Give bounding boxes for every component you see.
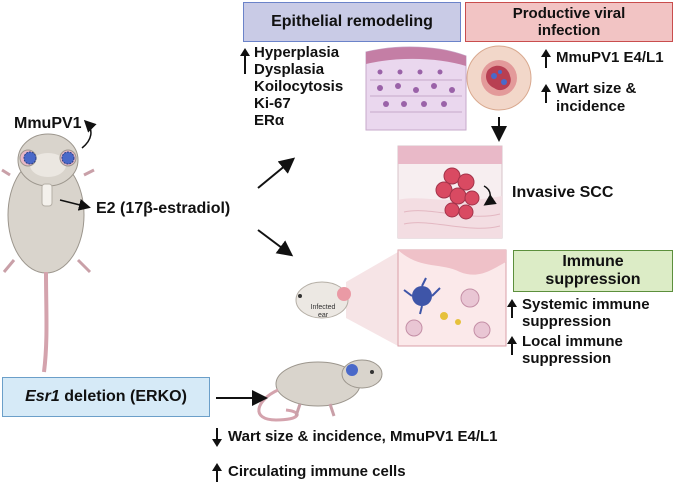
esr1-gene-label: Esr1 bbox=[25, 388, 60, 405]
infected-ear-label-2: ear bbox=[317, 312, 329, 319]
immune-zoom-icon bbox=[397, 249, 507, 347]
immune-suppression-box: Immune suppression bbox=[513, 250, 673, 292]
scc-tissue-icon bbox=[397, 145, 503, 239]
immune-suppression-label-1: Immune bbox=[562, 253, 624, 270]
erko-item-immune: Circulating immune cells bbox=[228, 463, 406, 480]
immune-item-systemic: Systemic immune suppression bbox=[522, 296, 650, 330]
productive-infection-label-2: infection bbox=[537, 22, 601, 39]
mouse-side-icon bbox=[257, 359, 383, 422]
viral-up-arrow-icon-1 bbox=[541, 49, 551, 74]
mouse-icon bbox=[1, 119, 97, 373]
immune-item-local-2: suppression bbox=[522, 350, 612, 367]
erko-up-arrow-icon bbox=[212, 463, 222, 488]
epithelial-remodeling-label: Epithelial remodeling bbox=[271, 13, 433, 30]
immune-suppression-label-2: suppression bbox=[545, 271, 641, 288]
productive-infection-label-1: Productive viral bbox=[512, 5, 626, 22]
erko-down-arrow-icon bbox=[212, 427, 222, 452]
esr1-deletion-label: deletion (ERKO) bbox=[59, 388, 187, 405]
viral-item-e4l1: MmuPV1 E4/L1 bbox=[556, 49, 664, 66]
immune-up-arrow-icon-1 bbox=[507, 299, 517, 324]
virus-label: MmuPV1 bbox=[14, 115, 82, 132]
epithelial-item-dysplasia: Dysplasia bbox=[254, 61, 325, 78]
invasive-scc-label: Invasive SCC bbox=[512, 184, 614, 201]
immune-item-systemic-2: suppression bbox=[522, 313, 612, 330]
virus-icon bbox=[23, 151, 75, 165]
infected-ear-label-1: Infected bbox=[310, 304, 336, 311]
infected-ear-label: Infected ear bbox=[306, 304, 340, 320]
epithelial-item-ki67: Ki-67 bbox=[254, 95, 291, 112]
immune-item-local-1: Local immune bbox=[522, 333, 623, 350]
erko-item-wart: Wart size & incidence, MmuPV1 E4/L1 bbox=[228, 428, 498, 445]
epithelial-item-hyperplasia: Hyperplasia bbox=[254, 44, 340, 61]
esr1-deletion-box: Esr1 deletion (ERKO) bbox=[2, 377, 210, 417]
immune-up-arrow-icon-2 bbox=[507, 336, 517, 361]
tissue-icon bbox=[365, 46, 467, 131]
viral-up-arrow-icon-2 bbox=[541, 84, 551, 109]
immune-item-local: Local immune suppression bbox=[522, 333, 623, 367]
epithelial-item-koilocytosis: Koilocytosis bbox=[254, 78, 344, 95]
epithelial-list: Hyperplasia Dysplasia Koilocytosis Ki-67… bbox=[254, 44, 343, 129]
wart-icon bbox=[466, 45, 532, 111]
infected-ear-icon bbox=[295, 252, 398, 346]
viral-item-wart-1: Wart size & bbox=[556, 80, 637, 97]
epithelial-remodeling-box: Epithelial remodeling bbox=[243, 2, 461, 42]
viral-item-wart: Wart size & incidence bbox=[556, 80, 636, 116]
e2-label: E2 (17β-estradiol) bbox=[96, 200, 231, 217]
productive-infection-box: Productive viral infection bbox=[465, 2, 673, 42]
immune-item-systemic-1: Systemic immune bbox=[522, 296, 650, 313]
viral-item-wart-2: incidence bbox=[556, 98, 626, 115]
epithelial-up-arrow-icon bbox=[240, 48, 250, 81]
epithelial-item-er-alpha: ERα bbox=[254, 112, 285, 129]
